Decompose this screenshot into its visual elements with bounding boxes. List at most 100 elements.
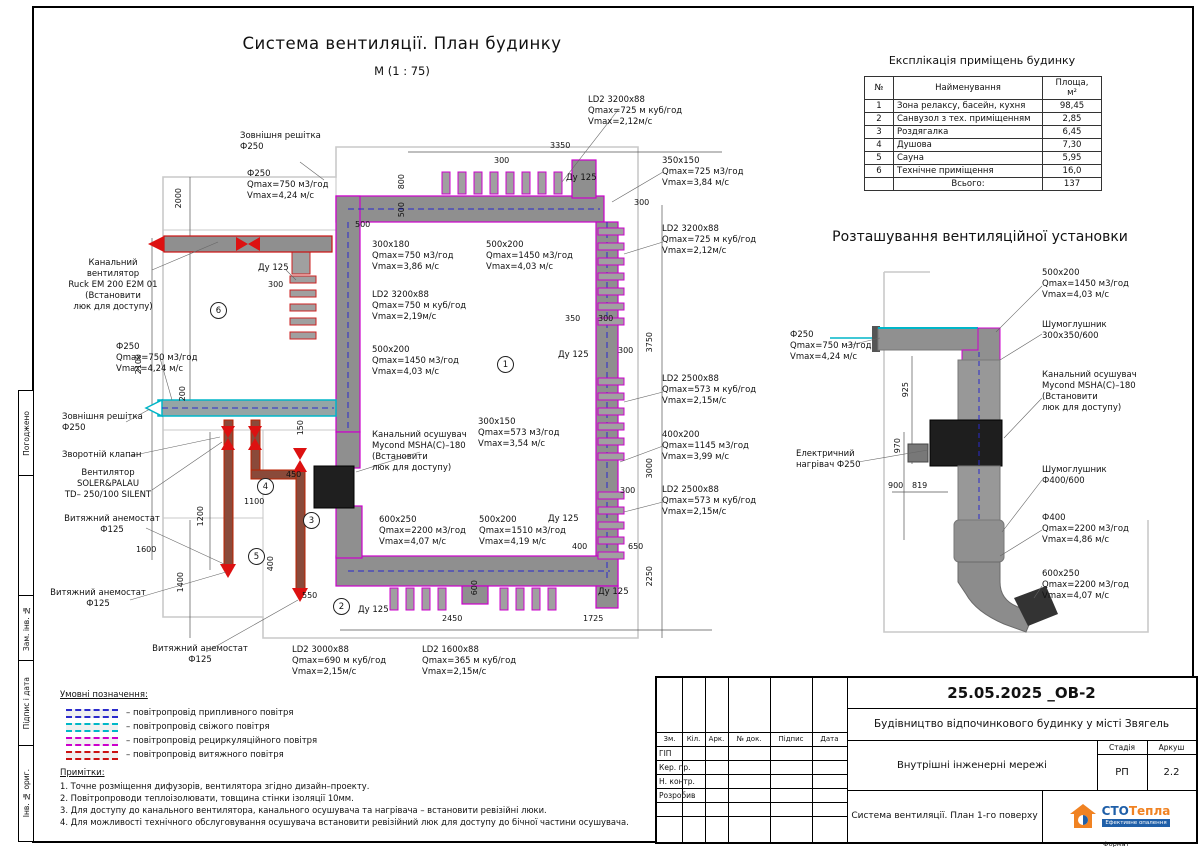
label-unit-muffler-2: Шумоглушник Ф400/600 — [1042, 465, 1107, 486]
col-area: Площа, м² — [1042, 76, 1102, 100]
col-name: Найменування — [893, 76, 1043, 100]
dim-3350: 3350 — [550, 141, 571, 150]
fresh-line-sample — [66, 722, 118, 732]
legend-item-exhaust: – повітропровід витяжного повітря — [66, 750, 284, 760]
label-f250-left: Ф250 Qmax=750 м3/год Vmax=4,24 м/с — [116, 342, 198, 374]
exhaust-pipes — [223, 419, 306, 593]
logo-tagline: Ефективне опалення — [1101, 819, 1171, 827]
unit-walls — [883, 271, 1149, 633]
dim-300: 300 — [494, 156, 510, 165]
dim-400: 400 — [266, 556, 275, 572]
total-value: 137 — [1042, 177, 1102, 191]
table-header-row: № Найменування Площа, м² — [864, 76, 1102, 100]
logo-house-icon — [1069, 804, 1096, 828]
table-total-row: Всього:137 — [864, 177, 1102, 191]
legend-title: Умовні позначення: — [60, 690, 148, 700]
label-unit-500x200: 500x200 Qmax=1450 м3/год Vmax=4,03 м/с — [1042, 268, 1129, 300]
dim-1100: 1100 — [244, 497, 265, 506]
label-ld2-right-3: LD2 2500x88 Qmax=573 м куб/год Vmax=2,15… — [662, 485, 757, 517]
label-500x200-bottom: 500x200 Qmax=1510 м3/год Vmax=4,19 м/с — [479, 515, 566, 547]
dim-2250: 2250 — [645, 566, 654, 587]
dim-150: 150 — [296, 420, 305, 436]
diffuser-grilles — [389, 171, 625, 611]
dim-300: 300 — [620, 486, 636, 495]
room-number-6: 6 — [210, 302, 227, 319]
col-zm: Зм. — [663, 735, 676, 743]
document-number: 25.05.2025 _ОВ-2 — [947, 684, 1096, 702]
logo-text-tepla: Тепла — [1128, 804, 1171, 818]
col-doc: № док. — [736, 735, 762, 743]
role-ncontr: Н. контр. — [659, 776, 695, 786]
dim-2450: 2450 — [442, 614, 463, 623]
label-f250-top: Ф250 Qmax=750 м3/год Vmax=4,24 м/с — [247, 169, 329, 201]
exhaust-grille — [289, 251, 317, 340]
legend-label: – повітропровід витяжного повітря — [126, 750, 284, 760]
explication-title: Експлікація приміщень будинку — [888, 54, 1076, 67]
dim-900: 900 — [888, 481, 904, 490]
col-kil: Кіл. — [686, 735, 701, 743]
label-ld2-left: LD2 3200x88 Qmax=750 м куб/год Vmax=2,19… — [372, 290, 467, 322]
label-ld2-bottom-1: LD2 3000x88 Qmax=690 м куб/год Vmax=2,15… — [292, 645, 387, 677]
total-label: Всього: — [893, 177, 1043, 191]
label-500x200-left: 500x200 Qmax=1450 м3/год Vmax=4,03 м/с — [372, 345, 459, 377]
page-title: Система вентиляції. План будинку — [242, 34, 562, 53]
label-300x150: 300x150 Qmax=573 м3/год Vmax=3,54 м/с — [478, 417, 560, 449]
recirculation-line-sample — [66, 736, 118, 746]
dim-970: 970 — [893, 438, 902, 454]
label-du125: Ду 125 — [258, 263, 289, 273]
label-anemostat: Витяжний анемостат Ф125 — [152, 644, 248, 665]
room-number-2: 2 — [333, 598, 350, 615]
dim-1600: 1600 — [136, 545, 157, 554]
dim-2000: 2000 — [174, 188, 183, 209]
notes-title: Примітки: — [60, 768, 105, 778]
note-4: 4. Для можливості технічного обслуговува… — [60, 817, 629, 827]
label-outdoor-grille-left: Зовнішня решітка Ф250 — [62, 412, 143, 433]
label-ld2-top: LD2 3200x88 Qmax=725 м куб/год Vmax=2,12… — [588, 95, 683, 127]
label-unit-heater: Електричний нагрівач Ф250 — [796, 449, 861, 470]
room-number-1: 1 — [497, 356, 514, 373]
project-name: Будівництво відпочинкового будинку у міс… — [873, 718, 1170, 730]
valve-anemostat-symbols — [220, 426, 308, 602]
label-unit-muffler-1: Шумоглушник 300x350/600 — [1042, 320, 1107, 341]
sheet-value: 2.2 — [1163, 766, 1180, 778]
label-350x150: 350x150 Qmax=725 м3/год Vmax=3,84 м/с — [662, 156, 744, 188]
dim-3750: 3750 — [645, 332, 654, 353]
frame-box-inv-orig: Інв. № ориг. — [18, 745, 34, 842]
dimension-lines — [151, 151, 948, 638]
dim-300: 300 — [268, 280, 284, 289]
label-600x250: 600x250 Qmax=2200 м3/год Vmax=4,07 м/с — [379, 515, 466, 547]
dim-500: 500 — [397, 202, 406, 218]
system-name: Внутрішні інженерні мережі — [897, 759, 1047, 771]
label-ld2-right-1: LD2 3200x88 Qmax=725 м куб/год Vmax=2,12… — [662, 224, 757, 256]
dim-800: 800 — [397, 174, 406, 190]
room-number-3: 3 — [303, 512, 320, 529]
dim-3000: 3000 — [645, 458, 654, 479]
label-ld2-right-2: LD2 2500x88 Qmax=573 м куб/год Vmax=2,15… — [662, 374, 757, 406]
label-unit-dehumidifier: Канальний осушувач Mycond MSHA(С)–180 (В… — [1042, 370, 1137, 413]
room-number-5: 5 — [248, 548, 265, 565]
fresh-air-duct — [144, 398, 337, 418]
dim-300: 300 — [598, 314, 614, 323]
label-300x180: 300x180 Qmax=750 м3/год Vmax=3,86 м/с — [372, 240, 454, 272]
legend-item-supply: – повітропровід припливного повітря — [66, 708, 293, 718]
label-unit-600x250: 600x250 Qmax=2200 м3/год Vmax=4,07 м/с — [1042, 569, 1129, 601]
supply-line-sample — [66, 708, 118, 718]
label-400x200: 400x200 Qmax=1145 м3/год Vmax=3,99 м/с — [662, 430, 749, 462]
dim-1400: 1400 — [176, 572, 185, 593]
scale-label: М (1 : 75) — [374, 64, 430, 78]
label-ld2-bottom-2: LD2 1600x88 Qmax=365 м куб/год Vmax=2,15… — [422, 645, 517, 677]
dim-1725: 1725 — [583, 614, 604, 623]
note-2: 2. Повітропроводи теплоізолювати, товщин… — [60, 793, 354, 803]
role-ker: Кер. пр. — [659, 762, 691, 772]
label-500x200-top: 500x200 Qmax=1450 м3/год Vmax=4,03 м/с — [486, 240, 573, 272]
dim-350: 350 — [565, 314, 581, 323]
format-label: Формат — [1103, 840, 1130, 847]
title-block: 25.05.2025 _ОВ-2 Будівництво відпочинков… — [655, 676, 1198, 844]
leader-lines — [125, 109, 1043, 653]
col-sign: Підпис — [778, 735, 804, 743]
dehumidifier-box — [313, 465, 355, 509]
